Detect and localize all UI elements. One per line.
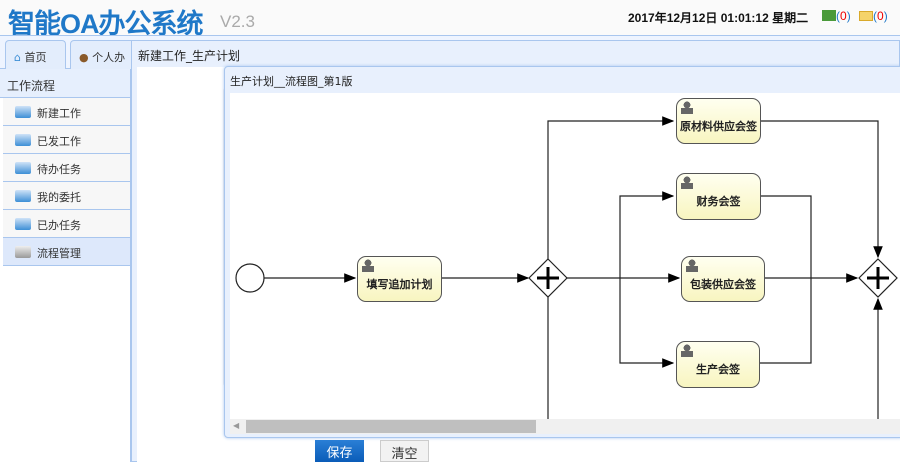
sidebar-item-delegation[interactable]: 我的委托 xyxy=(3,182,130,210)
task-label: 填写追加计划 xyxy=(366,278,433,291)
home-icon: ⌂ xyxy=(14,51,21,64)
task-packaging-sign[interactable]: 包装供应会签 xyxy=(681,256,765,302)
sidebar-item-new-work[interactable]: 新建工作 xyxy=(3,98,130,126)
sidebar-title: 工作流程 xyxy=(0,69,130,98)
task-fill-plan[interactable]: 填写追加计划 xyxy=(357,256,442,302)
tab-home[interactable]: ⌂ 首页 xyxy=(5,40,66,70)
scrollbar-thumb[interactable] xyxy=(246,420,536,433)
user-task-icon xyxy=(681,101,693,114)
window-title: 新建工作_生产计划 xyxy=(138,49,241,63)
sidebar-item-label: 我的委托 xyxy=(37,191,81,204)
task-label: 生产会签 xyxy=(696,363,740,376)
sidebar-item-label: 流程管理 xyxy=(37,247,81,260)
task-material-sign[interactable]: 原材料供应会签 xyxy=(676,98,761,144)
flow-edge xyxy=(761,120,883,259)
tab-label: 个人办 xyxy=(92,51,126,64)
sidebar: 工作流程 新建工作 已发工作 待办任务 我的委托 已办任务 流程管理 xyxy=(0,69,131,462)
task-finance-sign[interactable]: 财务会签 xyxy=(676,173,761,220)
task-label: 包装供应会签 xyxy=(690,278,756,291)
header: 智能OA办公系统 V2.3 2017年12月12日 01:01:12 星期二 (… xyxy=(0,0,900,39)
flow-diagram: 填写追加计划 原材料供应会签 财务会签 包装供应会签 生产会签 xyxy=(230,93,900,419)
folder-icon xyxy=(15,218,31,230)
start-event[interactable] xyxy=(235,263,265,293)
sidebar-item-sent-work[interactable]: 已发工作 xyxy=(3,126,130,154)
gear-folder-icon xyxy=(15,246,31,258)
diagram-window: 生产计划__流程图_第1版 填写追加计划 原材料供 xyxy=(224,66,900,438)
mail-count: 0 xyxy=(877,9,884,23)
org-count: 0 xyxy=(840,9,847,23)
folder-icon xyxy=(15,162,31,174)
task-production-sign[interactable]: 生产会签 xyxy=(676,341,760,388)
plus-icon xyxy=(537,267,559,289)
flow-edge xyxy=(619,191,675,278)
save-button[interactable]: 保存 xyxy=(315,440,364,462)
user-task-icon xyxy=(686,259,698,272)
folder-icon xyxy=(15,190,31,202)
task-label: 原材料供应会签 xyxy=(680,120,757,133)
plus-icon xyxy=(867,267,889,289)
tab-label: 首页 xyxy=(24,51,47,64)
user-icon: ● xyxy=(79,51,89,64)
task-label: 财务会签 xyxy=(696,195,741,208)
sidebar-item-label: 已办任务 xyxy=(37,219,81,232)
user-task-icon xyxy=(681,344,693,357)
flow-edge xyxy=(547,116,675,259)
flow-edge xyxy=(619,278,675,368)
sidebar-item-todo[interactable]: 待办任务 xyxy=(3,154,130,182)
mail-icon xyxy=(859,11,873,21)
version: V2.3 xyxy=(220,12,255,31)
sidebar-item-flow-manage[interactable]: 流程管理 xyxy=(3,238,130,266)
scroll-left-icon[interactable]: ◀ xyxy=(233,421,240,430)
user-task-icon xyxy=(362,259,374,272)
org-notify[interactable]: (0) xyxy=(822,9,851,23)
datetime: 2017年12月12日 01:01:12 星期二 xyxy=(628,11,809,25)
sidebar-item-label: 待办任务 xyxy=(37,163,81,176)
user-task-icon xyxy=(681,176,693,189)
folder-icon xyxy=(15,134,31,146)
clear-button[interactable]: 清空 xyxy=(380,440,429,462)
flow-edge xyxy=(760,195,812,364)
horizontal-scrollbar[interactable]: ◀ xyxy=(230,419,900,434)
sidebar-item-label: 已发工作 xyxy=(37,135,81,148)
flow-lines xyxy=(235,116,898,419)
sidebar-item-label: 新建工作 xyxy=(37,107,81,120)
diagram-window-title: 生产计划__流程图_第1版 xyxy=(230,75,353,88)
sidebar-item-done[interactable]: 已办任务 xyxy=(3,210,130,238)
logo: 智能OA办公系统 xyxy=(8,9,203,39)
folder-icon xyxy=(15,106,31,118)
mail-notify[interactable]: (0) xyxy=(859,9,888,23)
org-icon xyxy=(822,10,836,21)
